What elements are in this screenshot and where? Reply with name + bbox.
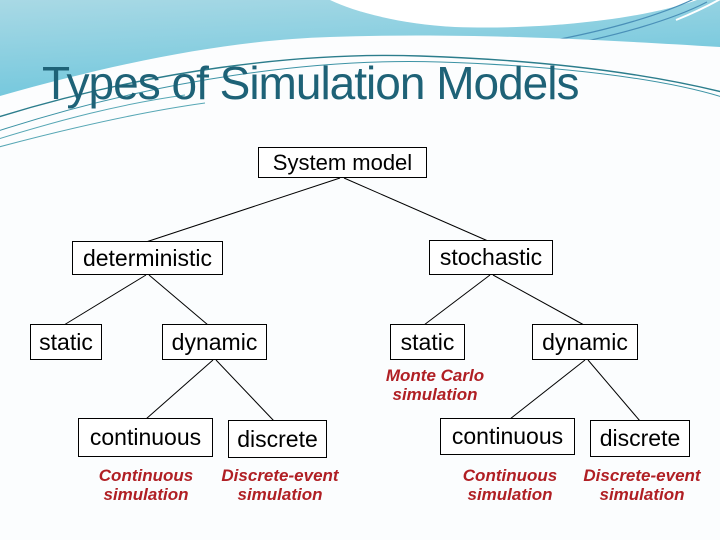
annotation-discrete-event-simulation-right: Discrete-event simulation — [583, 466, 701, 505]
connector-dynamic-discrete-left — [215, 359, 275, 422]
connector-dynamic-discrete-right — [587, 359, 641, 422]
slide-title: Types of Simulation Models — [42, 57, 579, 109]
node-static-deterministic: static — [30, 324, 102, 360]
node-discrete-deterministic: discrete — [228, 420, 327, 458]
wave-highlight-line — [675, 0, 720, 21]
connector-deterministic-static — [63, 274, 147, 326]
wave-shape-top — [330, 0, 697, 28]
wave-shape-bottom — [0, 35, 720, 150]
connector-stochastic-static — [423, 274, 491, 326]
wave-accent-line-secondary — [0, 61, 720, 131]
connector-stochastic-dynamic — [492, 274, 585, 326]
connector-root-deterministic — [145, 177, 341, 243]
node-dynamic-deterministic: dynamic — [162, 324, 267, 360]
annotation-monte-carlo-simulation: Monte Carlo simulation — [385, 366, 485, 405]
node-discrete-stochastic: discrete — [590, 420, 690, 457]
node-continuous-deterministic: continuous — [78, 418, 213, 457]
node-continuous-stochastic: continuous — [440, 418, 575, 455]
connector-deterministic-dynamic — [148, 274, 209, 326]
node-system-model: System model — [258, 147, 427, 178]
node-deterministic: deterministic — [72, 241, 223, 275]
node-stochastic: stochastic — [429, 240, 553, 275]
node-dynamic-stochastic: dynamic — [532, 324, 638, 360]
node-static-stochastic: static — [390, 324, 465, 360]
wave-accent-line-main — [0, 54, 720, 118]
connector-root-stochastic — [343, 177, 489, 242]
annotation-continuous-simulation-left: Continuous simulation — [98, 466, 194, 505]
annotation-continuous-simulation-right: Continuous simulation — [462, 466, 558, 505]
connector-dynamic-continuous-left — [145, 359, 214, 420]
header-wave-decoration — [0, 0, 720, 150]
annotation-discrete-event-simulation-left: Discrete-event simulation — [221, 466, 339, 505]
wave-accent-stripes-bottomleft — [0, 94, 206, 148]
connector-dynamic-continuous-right — [509, 359, 586, 420]
